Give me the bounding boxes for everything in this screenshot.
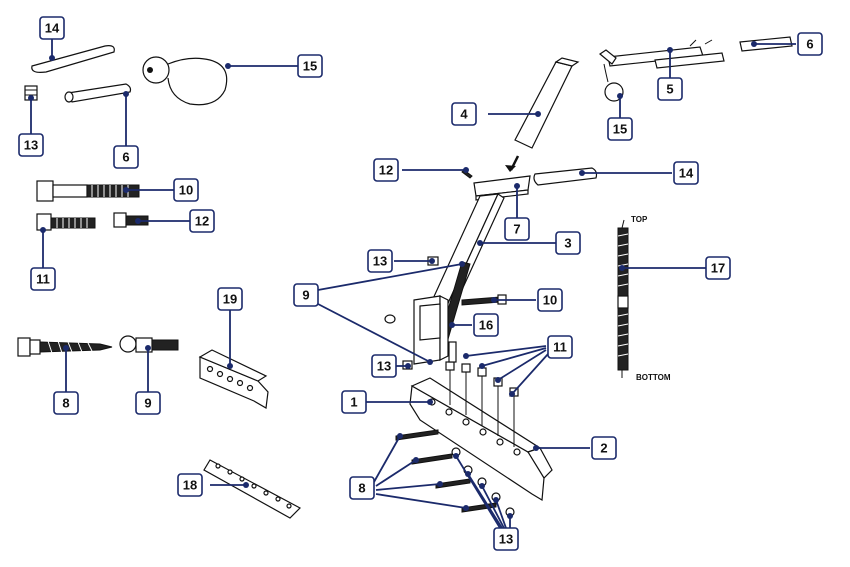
leader-lines [28,38,796,529]
callout-10-right: 10 [537,288,563,312]
svg-text:15: 15 [613,122,627,137]
callout-10-left: 10 [173,178,199,202]
svg-text:16: 16 [479,318,493,333]
callout-15-right: 15 [607,117,633,141]
callout-13-lower: 13 [493,527,519,551]
svg-text:5: 5 [666,82,673,97]
part-ball-cord-illustration [142,56,228,106]
svg-text:12: 12 [379,163,393,178]
callout-4: 4 [451,102,477,126]
callout-14-left: 14 [39,16,65,40]
part-pivot-bracket-illustration [413,295,449,365]
callout-6-right: 6 [797,32,823,56]
part-rail-lag-screws-illustration [395,429,497,513]
svg-text:13: 13 [499,532,513,547]
svg-text:9: 9 [302,288,309,303]
callout-19: 19 [217,287,243,311]
part-tube-set-illustration [598,36,793,102]
svg-text:9: 9 [144,396,151,411]
svg-text:19: 19 [223,292,237,307]
svg-text:7: 7 [513,222,520,237]
svg-text:13: 13 [373,254,387,269]
svg-text:17: 17 [711,261,725,276]
svg-text:13: 13 [377,359,391,374]
svg-text:11: 11 [36,272,50,287]
part-tube-illustration [64,83,132,103]
svg-text:2: 2 [600,441,607,456]
svg-text:15: 15 [303,59,317,74]
svg-text:12: 12 [195,214,209,229]
callout-6-left: 6 [113,145,139,169]
svg-text:3: 3 [564,236,571,251]
bottom-label: BOTTOM [636,373,671,382]
callout-11-right: 11 [547,335,573,359]
callout-5: 5 [657,77,683,101]
svg-text:6: 6 [806,37,813,52]
part-perforated-strap-illustration [203,459,301,519]
callout-13-middle: 13 [371,354,397,378]
part-short-bolt-illustration [36,213,96,231]
svg-text:13: 13 [24,138,38,153]
callout-8-left: 8 [53,391,79,415]
svg-text:14: 14 [679,166,694,181]
callout-12-left: 12 [189,209,215,233]
svg-text:1: 1 [350,395,357,410]
top-label: TOP [631,215,648,224]
callout-16: 16 [473,313,499,337]
svg-text:8: 8 [358,481,365,496]
svg-text:8: 8 [62,396,69,411]
part-small-bolt-illustration [113,212,149,228]
callout-8-right: 8 [349,476,375,500]
svg-text:18: 18 [183,478,197,493]
part-coil-spring-illustration [617,219,629,378]
insert-arrow-icon [505,155,520,172]
callout-17: 17 [705,256,731,280]
callout-13-left: 13 [18,133,44,157]
part-handle-bar-illustration [514,57,580,149]
callout-14-right: 14 [673,161,699,185]
part-angle-bracket-illustration [198,349,269,409]
callout-7: 7 [504,217,530,241]
svg-text:6: 6 [122,150,129,165]
part-pad-right-illustration [533,167,598,186]
callout-11-left: 11 [30,267,56,291]
callout-9-left: 9 [135,391,161,415]
callout-3: 3 [555,231,581,255]
part-pad-illustration [31,45,115,73]
part-lag-screw-illustration [17,337,113,357]
callout-12-right: 12 [373,158,399,182]
callout-1: 1 [341,390,367,414]
callout-15-left: 15 [297,54,323,78]
svg-text:14: 14 [45,21,60,36]
svg-text:11: 11 [553,340,567,355]
callout-9-right: 9 [293,283,319,307]
svg-text:10: 10 [179,183,193,198]
callout-18: 18 [177,473,203,497]
svg-text:4: 4 [460,107,468,122]
callout-13-upper: 13 [367,249,393,273]
callout-2: 2 [591,436,617,460]
svg-text:10: 10 [543,293,557,308]
